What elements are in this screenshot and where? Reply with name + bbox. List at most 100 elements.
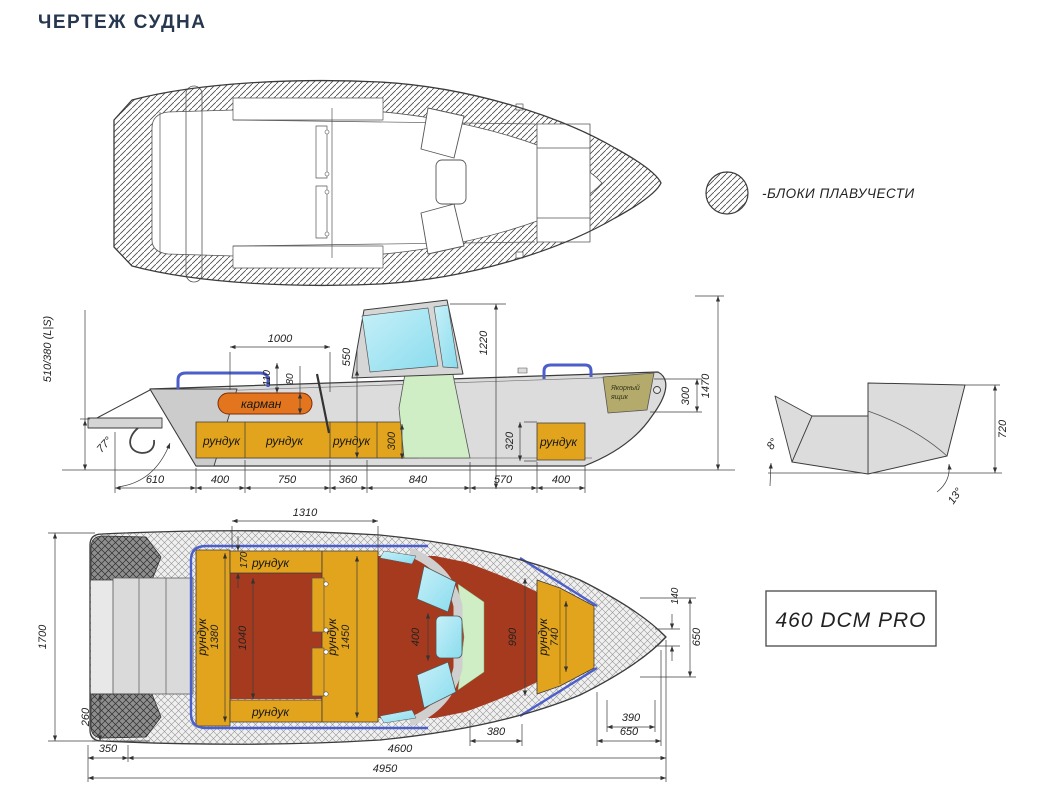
top-seat-slat-2 xyxy=(315,185,328,239)
windshield-plan-pane-upper xyxy=(416,565,457,613)
dim-13deg: 13° xyxy=(946,486,966,507)
anchor-box-label-2: ящик xyxy=(610,394,629,401)
stern-cap-strip xyxy=(91,580,113,694)
hinge-dot xyxy=(323,649,329,655)
transom-inner-curve xyxy=(867,410,948,457)
pocket-label: карман xyxy=(241,397,282,411)
transom-panel-mid xyxy=(791,415,869,475)
motor-mount-plate xyxy=(87,417,163,429)
motor-bracket-hook xyxy=(129,427,155,454)
buoyancy-symbol-icon xyxy=(705,171,749,215)
model-plate-box xyxy=(765,590,937,647)
buoyancy-block-stern-top xyxy=(90,535,162,581)
windshield-plan-pane-center xyxy=(435,615,463,659)
anchor-box-side xyxy=(602,372,655,414)
dim-380: 380 xyxy=(487,726,506,738)
top-side-deck-port xyxy=(232,97,384,121)
motor-bracket-support xyxy=(94,389,151,420)
dim-740: 740 xyxy=(549,627,561,646)
hinge-dot xyxy=(324,129,330,135)
dim-720: 720 xyxy=(997,419,1009,438)
transom-panel-right xyxy=(867,382,966,475)
top-side-deck-stbd xyxy=(232,245,384,269)
dim-390: 390 xyxy=(622,712,641,724)
legend-label: -БЛОКИ ПЛАВУЧЕСТИ xyxy=(762,186,915,201)
top-coaming-stbd xyxy=(232,241,536,247)
dim-300-mid: 300 xyxy=(386,431,398,450)
windshield-plan-pane-lower xyxy=(416,661,457,709)
dim-1000: 1000 xyxy=(268,333,293,345)
hinge-dot xyxy=(324,171,330,177)
top-hull-outline xyxy=(113,79,662,287)
dim-1310: 1310 xyxy=(293,507,318,519)
dim-1450: 1450 xyxy=(340,624,352,649)
dim-110: 110 xyxy=(262,370,273,386)
hinge-dot xyxy=(324,231,330,237)
dim-1700: 1700 xyxy=(37,624,49,649)
side-view: карман рундук рундук рундук рундук Якорн… xyxy=(42,295,735,493)
side-dims xyxy=(80,295,724,493)
model-plate: 460 DCM PRO xyxy=(765,590,937,647)
windshield-plan-sliver-bottom xyxy=(379,709,417,724)
dim-260: 260 xyxy=(80,707,92,727)
chain-360: 360 xyxy=(339,474,358,486)
top-windshield-pane-upper xyxy=(420,107,465,159)
dim-1470: 1470 xyxy=(700,373,712,398)
dim-170: 170 xyxy=(239,551,250,568)
locker-bottom-label: рундук xyxy=(251,705,290,719)
top-bow-platform xyxy=(536,123,591,243)
side-locker-aft xyxy=(536,422,586,461)
locker-bow-label: рундук xyxy=(536,617,550,656)
top-coaming-port xyxy=(232,119,536,125)
dim-140: 140 xyxy=(670,587,681,604)
chain-610: 610 xyxy=(146,474,165,486)
anchor-box-label-1: Якорный xyxy=(610,384,640,392)
chain-570: 570 xyxy=(494,474,513,486)
dim-320: 320 xyxy=(504,431,516,450)
dim-990: 990 xyxy=(507,627,519,646)
dim-650-right: 650 xyxy=(691,627,703,646)
chain-840: 840 xyxy=(409,474,428,486)
console-plan-green xyxy=(457,583,485,691)
top-transom-band xyxy=(185,85,203,283)
cockpit-outline-blue-bow xyxy=(519,556,598,608)
plan-locker-main-column xyxy=(321,550,379,723)
stern-handle-rail xyxy=(176,371,270,389)
locker-main-label: рундук xyxy=(325,617,339,656)
chain-750: 750 xyxy=(278,474,297,486)
legend: -БЛОКИ ПЛАВУЧЕСТИ xyxy=(705,171,915,215)
dim-4950: 4950 xyxy=(373,763,398,775)
hinge-dot xyxy=(323,627,329,633)
top-windshield-pane-center xyxy=(435,159,467,205)
top-windshield-pane-lower xyxy=(420,203,465,255)
locker-label-aft: рундук xyxy=(539,435,578,449)
transom-dims xyxy=(768,384,1000,493)
locker-port-label: рундук xyxy=(195,617,209,656)
page-title: ЧЕРТЕЖ СУДНА xyxy=(38,12,207,33)
plan-dims xyxy=(48,518,696,782)
dim-transom-height: 510/380 (L|S) xyxy=(42,315,54,382)
locker-label-3: рундук xyxy=(332,434,371,448)
dim-77deg: 77° xyxy=(95,434,115,455)
dim-300-anchor: 300 xyxy=(680,386,692,405)
dim-80: 80 xyxy=(285,373,296,385)
cockpit-outline-blue xyxy=(189,544,428,730)
dim-550: 550 xyxy=(341,347,353,366)
deck-fitting xyxy=(517,367,528,374)
locker-label-2: рундук xyxy=(265,434,304,448)
dim-350: 350 xyxy=(99,743,118,755)
dim-400: 400 xyxy=(410,627,422,646)
locker-top-label: рундук xyxy=(251,556,290,570)
ski-pole xyxy=(315,373,331,434)
windshield-plan-sliver-top xyxy=(379,550,417,565)
plan-seat-slat-1 xyxy=(311,577,325,633)
top-seat-slat-1 xyxy=(315,125,328,179)
motor-well xyxy=(112,577,194,695)
top-view xyxy=(113,79,662,287)
hinge-dot xyxy=(323,581,329,587)
chain-400b: 400 xyxy=(552,474,571,486)
plan-view: рундук рундук рундук рундук рундук xyxy=(37,507,703,782)
dim-1040: 1040 xyxy=(237,625,249,650)
dim-1380: 1380 xyxy=(209,624,221,649)
